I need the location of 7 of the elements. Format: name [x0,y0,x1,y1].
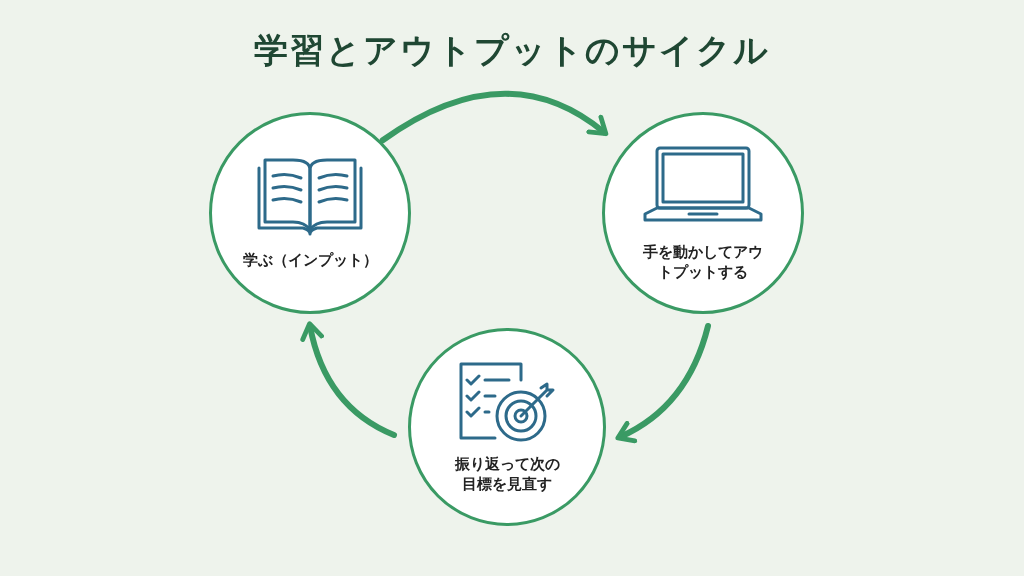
curved-arrow [615,323,711,443]
title: 学習とアウトプットのサイクル [254,29,770,72]
step-label: 学ぶ（インプット） [242,249,378,271]
curved-arrow [379,90,609,144]
step-label: 手を動かしてアウトプットする [642,241,764,283]
step-label: 振り返って次の目標を見直す [453,453,561,495]
curved-arrow [300,321,397,438]
